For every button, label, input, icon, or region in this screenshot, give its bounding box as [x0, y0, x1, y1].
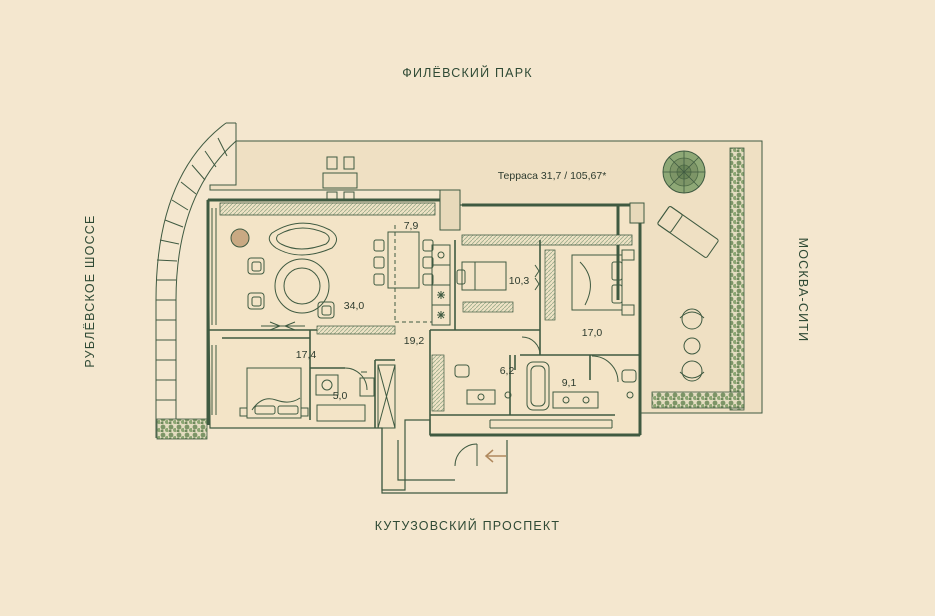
room-area-bedroom-right: 17,0 [581, 327, 603, 339]
window-top-right [461, 234, 633, 246]
entrance-door-icon [454, 443, 478, 467]
living-furniture [230, 222, 337, 331]
street-label-top: ФИЛЁВСКИЙ ПАРК [402, 66, 533, 80]
room-area-wc: 6,2 [499, 365, 515, 377]
window-top [219, 202, 436, 216]
lounger-icon [657, 206, 719, 258]
outer-walls [206, 198, 642, 437]
room-area-bath-left: 5,0 [332, 390, 348, 402]
street-label-bottom: КУТУЗОВСКИЙ ПРОСПЕКТ [374, 519, 561, 533]
room-area-bedroom-left: 17,4 [295, 349, 317, 361]
entrance-arrow-icon [484, 449, 506, 463]
hedge-right [729, 147, 745, 411]
hedge-bottom-right [651, 391, 745, 409]
bath-right-icon [454, 336, 637, 429]
plant-icon [662, 150, 706, 194]
room-area-bath-right: 9,1 [561, 377, 577, 389]
room-area-hall: 19,2 [403, 335, 425, 347]
dining-table-icon [373, 231, 434, 289]
bed-right-icon [571, 249, 635, 316]
room-area-living: 34,0 [343, 300, 365, 312]
terrace-seating [679, 308, 705, 382]
hedge-bottom-left [156, 418, 208, 440]
interior-walls [208, 240, 640, 435]
room-area-kitchen: 7,9 [403, 220, 419, 232]
bed-left-icon [239, 367, 309, 419]
wardrobe-room-icon [456, 261, 540, 291]
bath-left-icon [315, 364, 396, 429]
entrance-outline [381, 428, 508, 494]
curved-terrace [155, 122, 237, 438]
terrace-dining-icon [322, 156, 358, 203]
terrace-label: Терраса 31,7 / 105,67* [497, 170, 607, 182]
room-area-wardrobe: 10,3 [508, 275, 530, 287]
